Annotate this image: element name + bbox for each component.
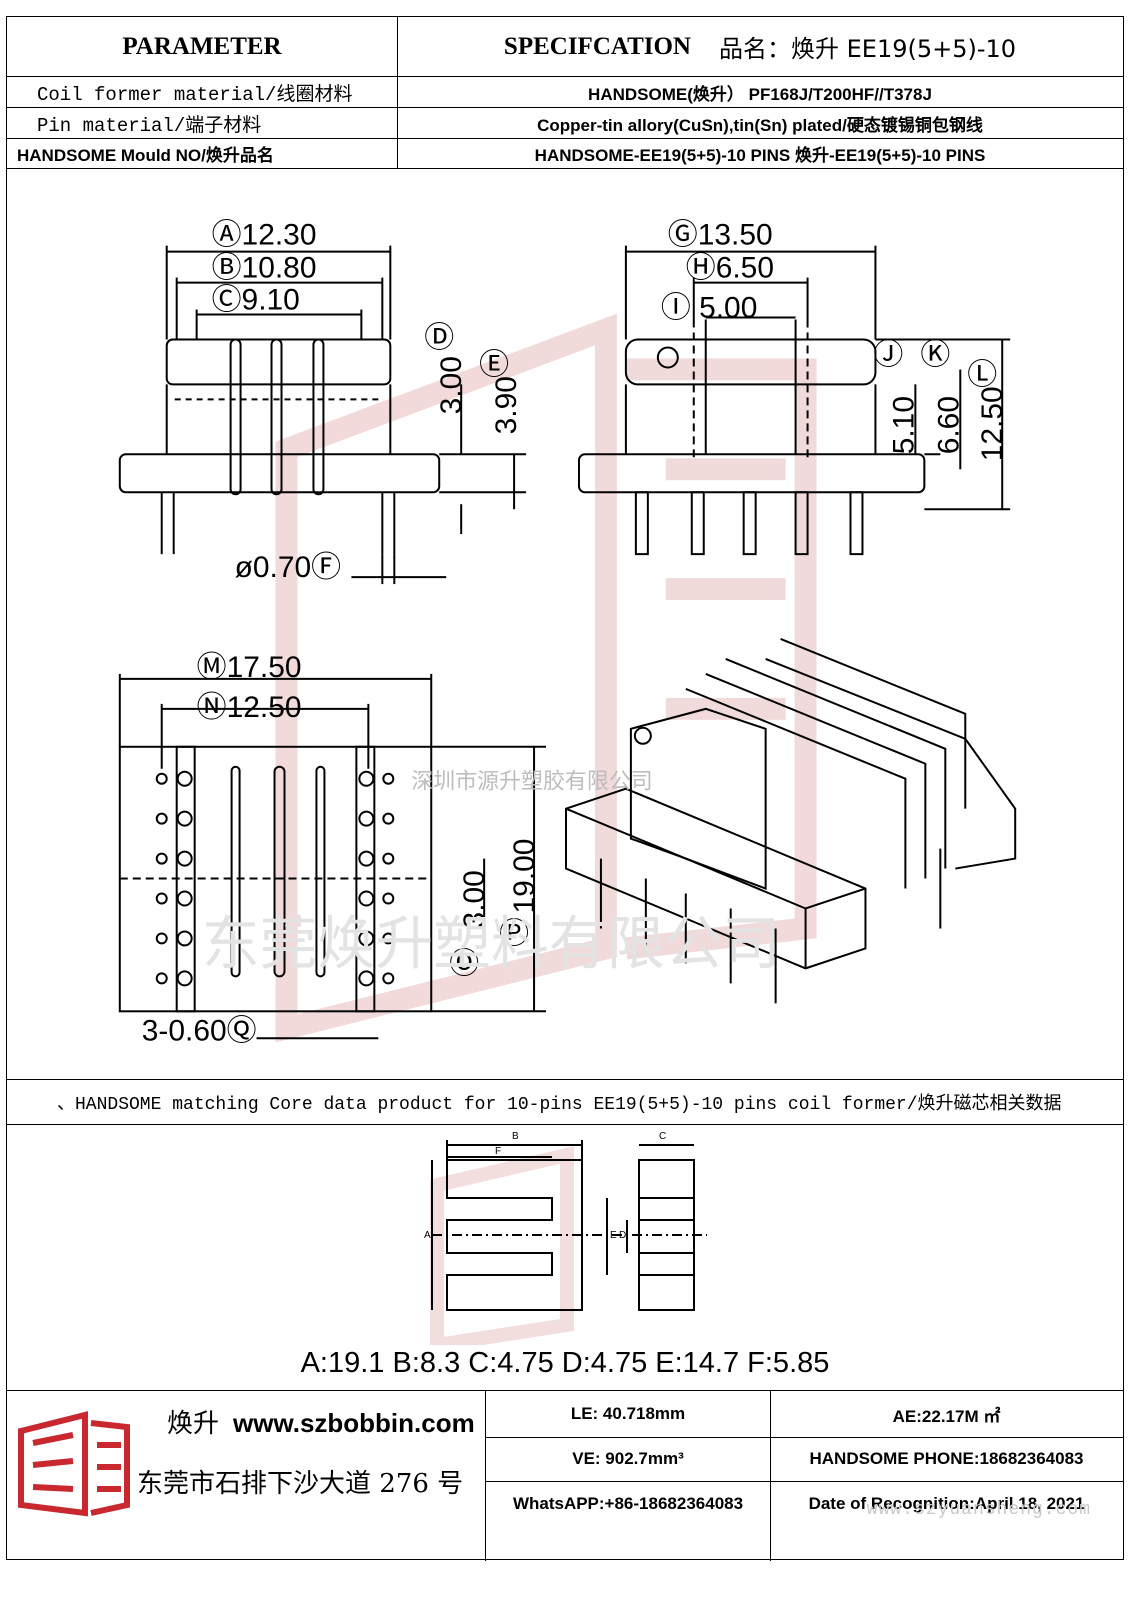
dim-p-value: 19.00 xyxy=(508,839,541,914)
dim-m-label: Ⓜ17.50 xyxy=(197,651,302,684)
core-drawing: B F C A E D xyxy=(424,1131,707,1345)
dimension-labels: Ⓐ12.30 Ⓑ10.80 Ⓒ9.10 Ⓖ13.50 Ⓗ6.50 Ⓘ 5.00 … xyxy=(142,219,1009,1048)
brand-block: 焕升 www.szbobbin.com 东莞市石排下沙大道 276 号 xyxy=(7,1391,485,1561)
dim-n-label: Ⓝ12.50 xyxy=(197,691,302,724)
core-values: A:19.1 B:8.3 C:4.75 D:4.75 E:14.7 F:5.85 xyxy=(300,1347,830,1379)
watermark-url: www.szyuansheng.com xyxy=(866,1500,1091,1520)
dim-e-value: 3.90 xyxy=(490,376,523,434)
dim-b-label: Ⓑ10.80 xyxy=(212,252,317,285)
dim-i-label: Ⓘ 5.00 xyxy=(661,292,758,325)
dim-p-marker: Ⓟ xyxy=(499,917,529,950)
coil-material-label: Coil former material/线圈材料 xyxy=(37,83,353,106)
dim-a-label: Ⓐ12.30 xyxy=(212,219,317,252)
specification-heading: SPECIFCATION 品名：焕升 EE19(5+5)-10 xyxy=(397,17,1123,76)
specification-label: SPECIFCATION xyxy=(503,32,691,60)
technical-drawing: Ⓐ12.30 Ⓑ10.80 Ⓒ9.10 Ⓖ13.50 Ⓗ6.50 Ⓘ 5.00 … xyxy=(118,219,1017,1048)
side-view xyxy=(577,245,1011,556)
dim-k-marker: Ⓚ xyxy=(920,338,950,371)
watermark-shenzhen: 深圳市源升塑胶有限公司 xyxy=(411,769,652,794)
coil-material-row: Coil former material/线圈材料 HANDSOME(焕升） P… xyxy=(7,77,1123,108)
pin-material-label: Pin material/端子材料 xyxy=(37,114,262,137)
isometric-view xyxy=(565,638,1017,1004)
pin-material-row: Pin material/端子材料 Copper-tin allory(CuSn… xyxy=(7,108,1123,139)
dim-d-value: 3.00 xyxy=(435,356,468,414)
watermark-dongguan: 东莞焕升塑料有限公司 xyxy=(202,912,781,976)
core-letter-d: D xyxy=(619,1230,626,1241)
pin-holes-left xyxy=(155,770,193,987)
pin-material-value: Copper-tin allory(CuSn),tin(Sn) plated/硬… xyxy=(537,115,983,135)
core-letter-e: E xyxy=(610,1230,617,1241)
brand-logo-icon xyxy=(18,1411,130,1517)
brand-line: 焕升 www.szbobbin.com xyxy=(167,1403,475,1440)
dim-c-label: Ⓒ9.10 xyxy=(212,284,300,317)
dim-f-label: ø0.70Ⓕ xyxy=(235,551,342,584)
core-letter-b: B xyxy=(512,1131,519,1142)
e-core-front xyxy=(431,1140,707,1311)
dim-d-marker: Ⓓ xyxy=(424,321,454,354)
core-data-section: B F C A E D A:19.1 B:8.3 C:4.75 D:4.75 E… xyxy=(7,1125,1123,1390)
dim-l-value: 12.50 xyxy=(976,386,1009,461)
bottom-view xyxy=(118,673,547,1040)
dim-j-marker: Ⓙ xyxy=(873,338,903,371)
footer-data-grid: LE: 40.718mm AE:22.17M ㎡ VE: 902.7mm³ HA… xyxy=(485,1391,1123,1561)
date-value: Date of Recognition:April 18, 2021 xyxy=(808,1493,1085,1513)
le-value: LE: 40.718mm xyxy=(570,1404,686,1423)
dim-e-marker: Ⓔ xyxy=(479,348,509,381)
product-name: 品名：焕升 EE19(5+5)-10 xyxy=(718,35,1017,63)
core-letter-f: F xyxy=(495,1146,501,1157)
core-letter-c: C xyxy=(659,1131,666,1142)
coil-material-value: HANDSOME(焕升） PF168J/T200HF//T378J xyxy=(588,84,932,104)
e-core-side xyxy=(626,1144,695,1311)
dim-o-value: 3.00 xyxy=(458,870,491,928)
website-link[interactable]: www.szbobbin.com xyxy=(233,1408,475,1438)
address: 东莞市石排下沙大道 276 号 xyxy=(137,1469,464,1499)
dim-j-value: 5.10 xyxy=(887,396,920,454)
dim-q-label: 3-0.60Ⓠ xyxy=(142,1014,257,1047)
dim-h-label: Ⓗ6.50 xyxy=(686,252,774,285)
brand-name: 焕升 xyxy=(167,1409,220,1439)
pin-holes-right xyxy=(358,770,395,987)
core-data-caption: 、HANDSOME matching Core data product for… xyxy=(7,1079,1123,1125)
dim-l-marker: Ⓛ xyxy=(967,358,997,391)
ae-value: AE:22.17M ㎡ xyxy=(892,1406,1001,1426)
spec-sheet: PARAMETER SPECIFCATION 品名：焕升 EE19(5+5)-1… xyxy=(6,16,1124,1561)
mould-no-row: HANDSOME Mould NO/焕升品名 HANDSOME-EE19(5+5… xyxy=(7,139,1123,169)
ve-value: VE: 902.7mm³ xyxy=(572,1449,684,1468)
dim-k-value: 6.60 xyxy=(932,396,965,454)
footer: 焕升 www.szbobbin.com 东莞市石排下沙大道 276 号 LE: 4… xyxy=(7,1390,1123,1561)
whatsapp-value: WhatsAPP:+86-18682364083 xyxy=(512,1493,744,1513)
dim-g-label: Ⓖ13.50 xyxy=(668,219,773,252)
mould-no-label: HANDSOME Mould NO/焕升品名 xyxy=(17,146,274,165)
mould-no-value: HANDSOME-EE19(5+5)-10 PINS 焕升-EE19(5+5)-… xyxy=(534,146,986,165)
phone-value: HANDSOME PHONE:18682364083 xyxy=(809,1449,1084,1468)
parameter-heading: PARAMETER xyxy=(122,32,282,60)
dim-o-marker: Ⓞ xyxy=(449,947,479,980)
front-view xyxy=(118,245,527,585)
header-row: PARAMETER SPECIFCATION 品名：焕升 EE19(5+5)-1… xyxy=(7,17,1123,77)
core-letter-a: A xyxy=(424,1230,431,1241)
